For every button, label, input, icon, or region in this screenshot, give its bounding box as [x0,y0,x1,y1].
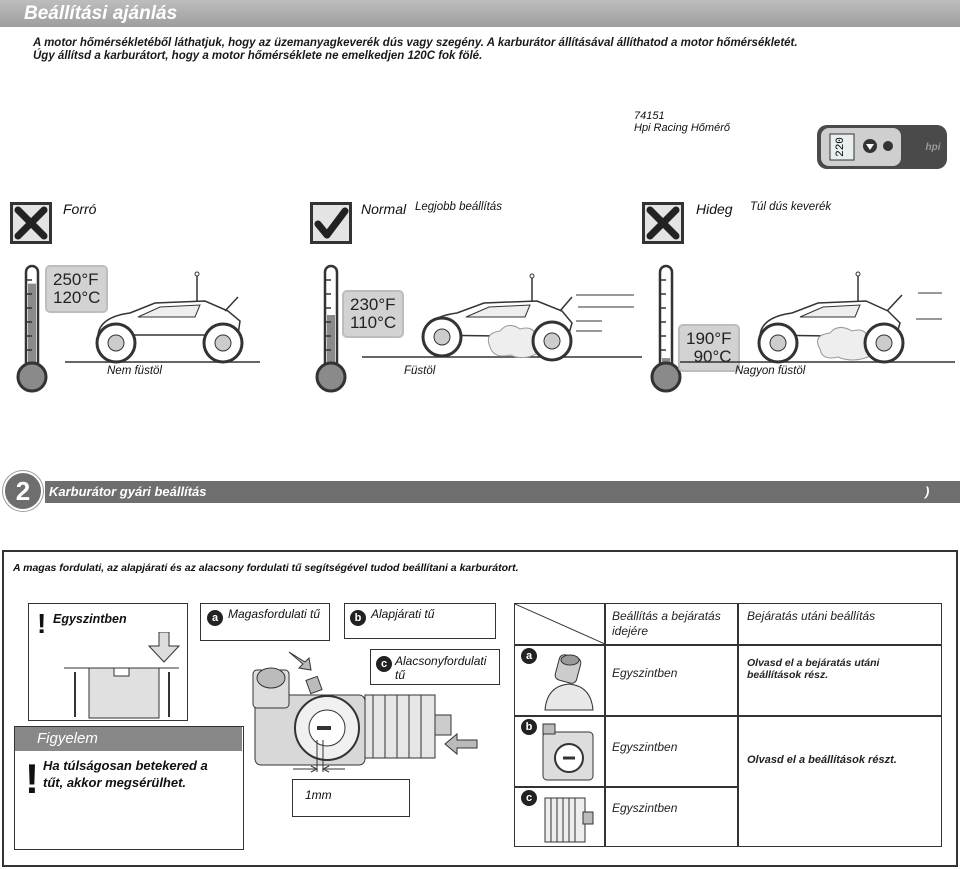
page-title: Beállítási ajánlás [24,3,178,24]
row-a-setting: Egyszintben [612,666,678,680]
gap-box: 1mm [292,779,410,817]
needle-a-image [544,654,594,711]
state-note-normal: Legjobb beállítás [415,201,502,213]
car-smoke-image [362,273,642,362]
thermometer-fill [327,315,335,370]
section-2-trailing: ) [925,484,930,499]
section-number-badge: 2 [3,471,43,511]
state-note-cold: Túl dús keverék [750,201,832,213]
needle-b-image [542,723,594,781]
smoke-label-hot: Nem füstöl [107,365,162,377]
section-title-bar: Beállítási ajánlás [0,0,960,27]
carburetor-panel [2,550,958,867]
thermometer-cold [650,264,682,393]
carburetor-diagram [252,651,478,773]
ir-thermometer-image: 220 hpi [817,125,947,169]
section-2-bar: Karburátor gyári beállítás ) [45,481,960,503]
intro-line-1: A motor hőmérsékletéből láthatjuk, hogy … [33,37,798,49]
bad-mark-icon [642,202,684,244]
svg-text:hpi: hpi [926,142,941,153]
warning-text-line-1: Ha túlságosan betekered a [43,758,208,773]
flush-diagram [64,632,181,719]
exclamation-icon: ! [37,608,47,639]
bad-mark-icon [10,202,52,244]
car-heavy-smoke-image [680,271,955,364]
car-no-smoke-image [65,271,260,364]
row-letter-a: a [521,648,537,664]
intro-line-2: Úgy állítsd a karburátort, hogy a motor … [33,50,483,62]
row-letter-c: c [521,790,537,806]
thermometer-hot [16,264,48,393]
row-b-after: Olvasd el a beállítások részt. [747,754,897,766]
check-mark-icon [310,202,352,244]
section-2-title: Karburátor gyári beállítás [49,484,207,499]
device-display: 220 [835,137,847,157]
thermometer-fill [28,283,36,370]
panel-description: A magas fordulati, az alapjárati és az a… [13,562,519,574]
thermometer-normal [315,264,347,393]
gap-value: 1mm [305,788,332,802]
warning-exclamation-icon: ! [25,755,39,802]
thermometer-device-info: 74151 Hpi Racing Hőmérő [634,110,730,134]
warning-box: Figyelem ! Ha túlságosan betekered a tűt… [14,726,244,850]
warning-header: Figyelem [37,730,98,747]
needle-a-label-box: a Magasfordulati tű [200,603,330,641]
device-name: Hpi Racing Hőmérő [634,122,730,134]
needle-a-label: Magasfordulati tű [228,607,321,621]
state-label-hot: Forró [63,201,97,217]
state-label-normal: Normal [361,201,407,217]
row-letter-b: b [521,719,537,735]
part-number: 74151 [634,110,665,122]
needle-b-label: Alapjárati tű [371,607,435,621]
table-header-after: Bejáratás utáni beállítás [747,609,876,623]
intro-text: A motor hőmérsékletéből láthatjuk, hogy … [33,37,798,63]
state-label-cold: Hideg [696,201,733,217]
row-b-setting: Egyszintben [612,740,678,754]
needle-b-label-box: b Alapjárati tű [344,603,496,639]
smoke-label-normal: Füstöl [404,365,436,377]
needle-c-image [544,797,594,843]
flush-setting-box: ! Egyszintben [28,603,188,721]
warning-text-line-2: tűt, akkor megsérülhet. [43,775,187,790]
smoke-label-cold: Nagyon füstöl [735,365,806,377]
flush-label: Egyszintben [53,612,127,626]
row-c-setting: Egyszintben [612,801,678,815]
